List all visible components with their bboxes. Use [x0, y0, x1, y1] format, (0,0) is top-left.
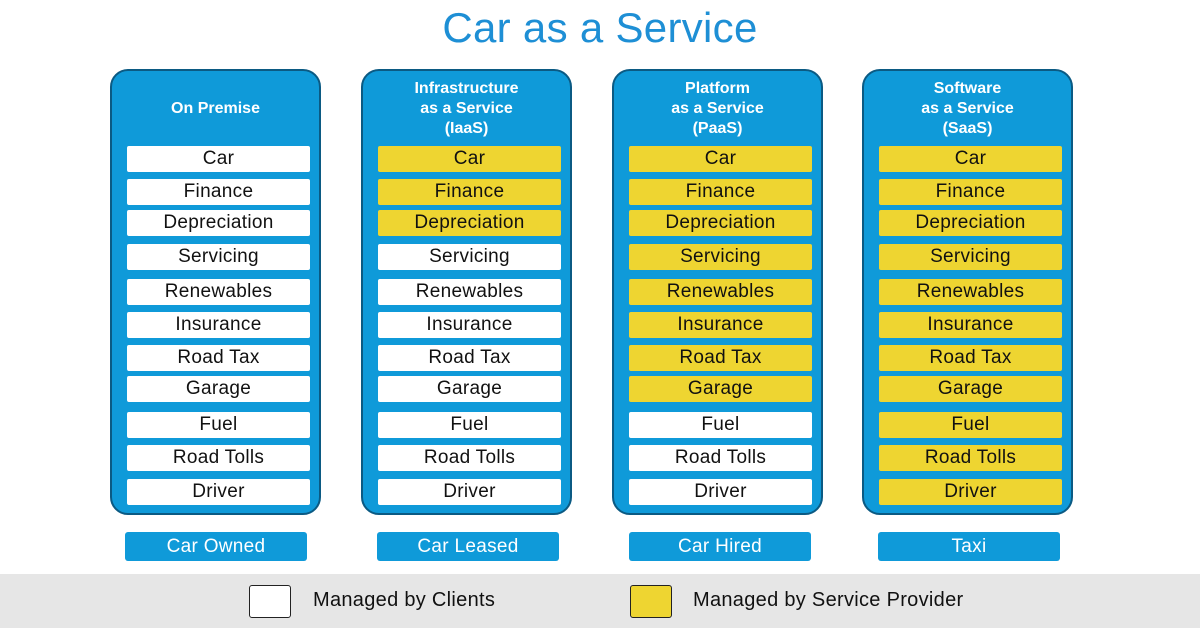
responsibility-cell: Depreciation	[378, 210, 561, 236]
column-caption: Car Owned	[125, 532, 307, 561]
responsibility-cell: Car	[378, 146, 561, 172]
responsibility-cell: Fuel	[127, 412, 310, 438]
responsibility-cell: Finance	[879, 179, 1062, 205]
responsibility-cell: Garage	[378, 376, 561, 402]
responsibility-cell: Renewables	[879, 279, 1062, 305]
responsibility-cell: Renewables	[127, 279, 310, 305]
responsibility-cell: Road Tax	[629, 345, 812, 371]
responsibility-cell: Finance	[629, 179, 812, 205]
responsibility-cell: Car	[127, 146, 310, 172]
responsibility-cell: Insurance	[629, 312, 812, 338]
column-header: Infrastructure as a Service (IaaS)	[414, 80, 519, 137]
responsibility-cell: Depreciation	[879, 210, 1062, 236]
responsibility-cell: Road Tolls	[378, 445, 561, 471]
client-swatch	[249, 585, 291, 618]
responsibility-cell: Finance	[378, 179, 561, 205]
column-caption: Car Leased	[377, 532, 559, 561]
responsibility-cell: Fuel	[879, 412, 1062, 438]
responsibility-cell: Driver	[127, 479, 310, 505]
responsibility-cell: Servicing	[378, 244, 561, 270]
legend-provider-label: Managed by Service Provider	[693, 589, 964, 611]
column-header: Software as a Service (SaaS)	[921, 80, 1014, 137]
column-caption: Taxi	[878, 532, 1060, 561]
responsibility-cell: Depreciation	[127, 210, 310, 236]
responsibility-cell: Driver	[378, 479, 561, 505]
responsibility-cell: Servicing	[127, 244, 310, 270]
responsibility-cell: Car	[879, 146, 1062, 172]
responsibility-cell: Driver	[879, 479, 1062, 505]
responsibility-cell: Finance	[127, 179, 310, 205]
responsibility-cell: Servicing	[629, 244, 812, 270]
responsibility-cell: Depreciation	[629, 210, 812, 236]
responsibility-cell: Road Tolls	[127, 445, 310, 471]
responsibility-cell: Renewables	[629, 279, 812, 305]
responsibility-cell: Driver	[629, 479, 812, 505]
column-header: Platform as a Service (PaaS)	[671, 80, 764, 137]
page-title: Car as a Service	[442, 4, 758, 51]
responsibility-cell: Garage	[629, 376, 812, 402]
provider-swatch	[630, 585, 672, 618]
responsibility-cell: Servicing	[879, 244, 1062, 270]
responsibility-cell: Fuel	[378, 412, 561, 438]
column-header: On Premise	[171, 100, 260, 117]
legend-client-label: Managed by Clients	[313, 589, 496, 611]
responsibility-cell: Garage	[879, 376, 1062, 402]
responsibility-cell: Garage	[127, 376, 310, 402]
responsibility-cell: Insurance	[879, 312, 1062, 338]
responsibility-cell: Road Tolls	[629, 445, 812, 471]
responsibility-cell: Road Tolls	[879, 445, 1062, 471]
responsibility-cell: Road Tax	[378, 345, 561, 371]
legend: Managed by Clients Managed by Service Pr…	[0, 574, 1200, 628]
responsibility-cell: Renewables	[378, 279, 561, 305]
responsibility-cell: Road Tax	[127, 345, 310, 371]
responsibility-cell: Car	[629, 146, 812, 172]
responsibility-cell: Insurance	[127, 312, 310, 338]
responsibility-cell: Road Tax	[879, 345, 1062, 371]
responsibility-cell: Insurance	[378, 312, 561, 338]
responsibility-cell: Fuel	[629, 412, 812, 438]
column-caption: Car Hired	[629, 532, 811, 561]
